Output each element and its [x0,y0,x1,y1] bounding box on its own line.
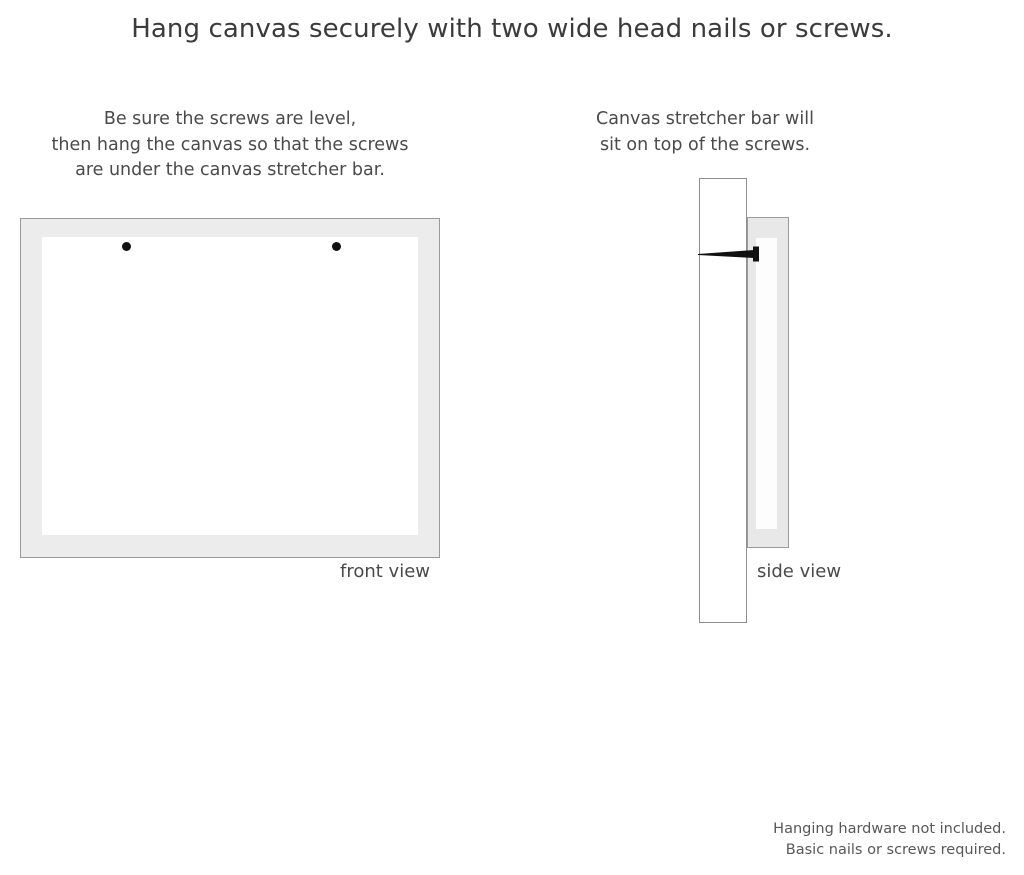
side-view-diagram [690,170,880,630]
side-view-caption-line-1: Canvas stretcher bar will [596,109,814,129]
stretcher-bar [747,217,789,548]
front-view-diagram [20,218,440,558]
footer-note: Hanging hardware not included. Basic nai… [773,819,1006,861]
footer-line-2: Basic nails or screws required. [785,842,1006,858]
stretcher-bar-inner-face [756,238,777,529]
side-view-caption-line-2: sit on top of the screws. [599,134,811,155]
front-view-caption: Be sure the screws are level, then hang … [0,107,460,184]
front-view-caption-line-1: Be sure the screws are level, [103,109,357,129]
side-screw-icon [698,246,759,262]
right-screw-dot [332,242,341,251]
front-view-caption-line-3: are under the canvas stretcher bar. [75,160,385,180]
footer-line-1: Hanging hardware not included. [773,821,1006,837]
side-view-label: side view [757,561,842,582]
front-view-caption-line-2: then hang the canvas so that the screws [51,134,409,155]
page-title: Hang canvas securely with two wide head … [131,14,893,44]
left-screw-dot [122,242,131,251]
side-view-caption: Canvas stretcher bar will sit on top of … [565,107,845,158]
canvas-face [42,237,418,535]
front-view-label: front view [340,561,430,582]
